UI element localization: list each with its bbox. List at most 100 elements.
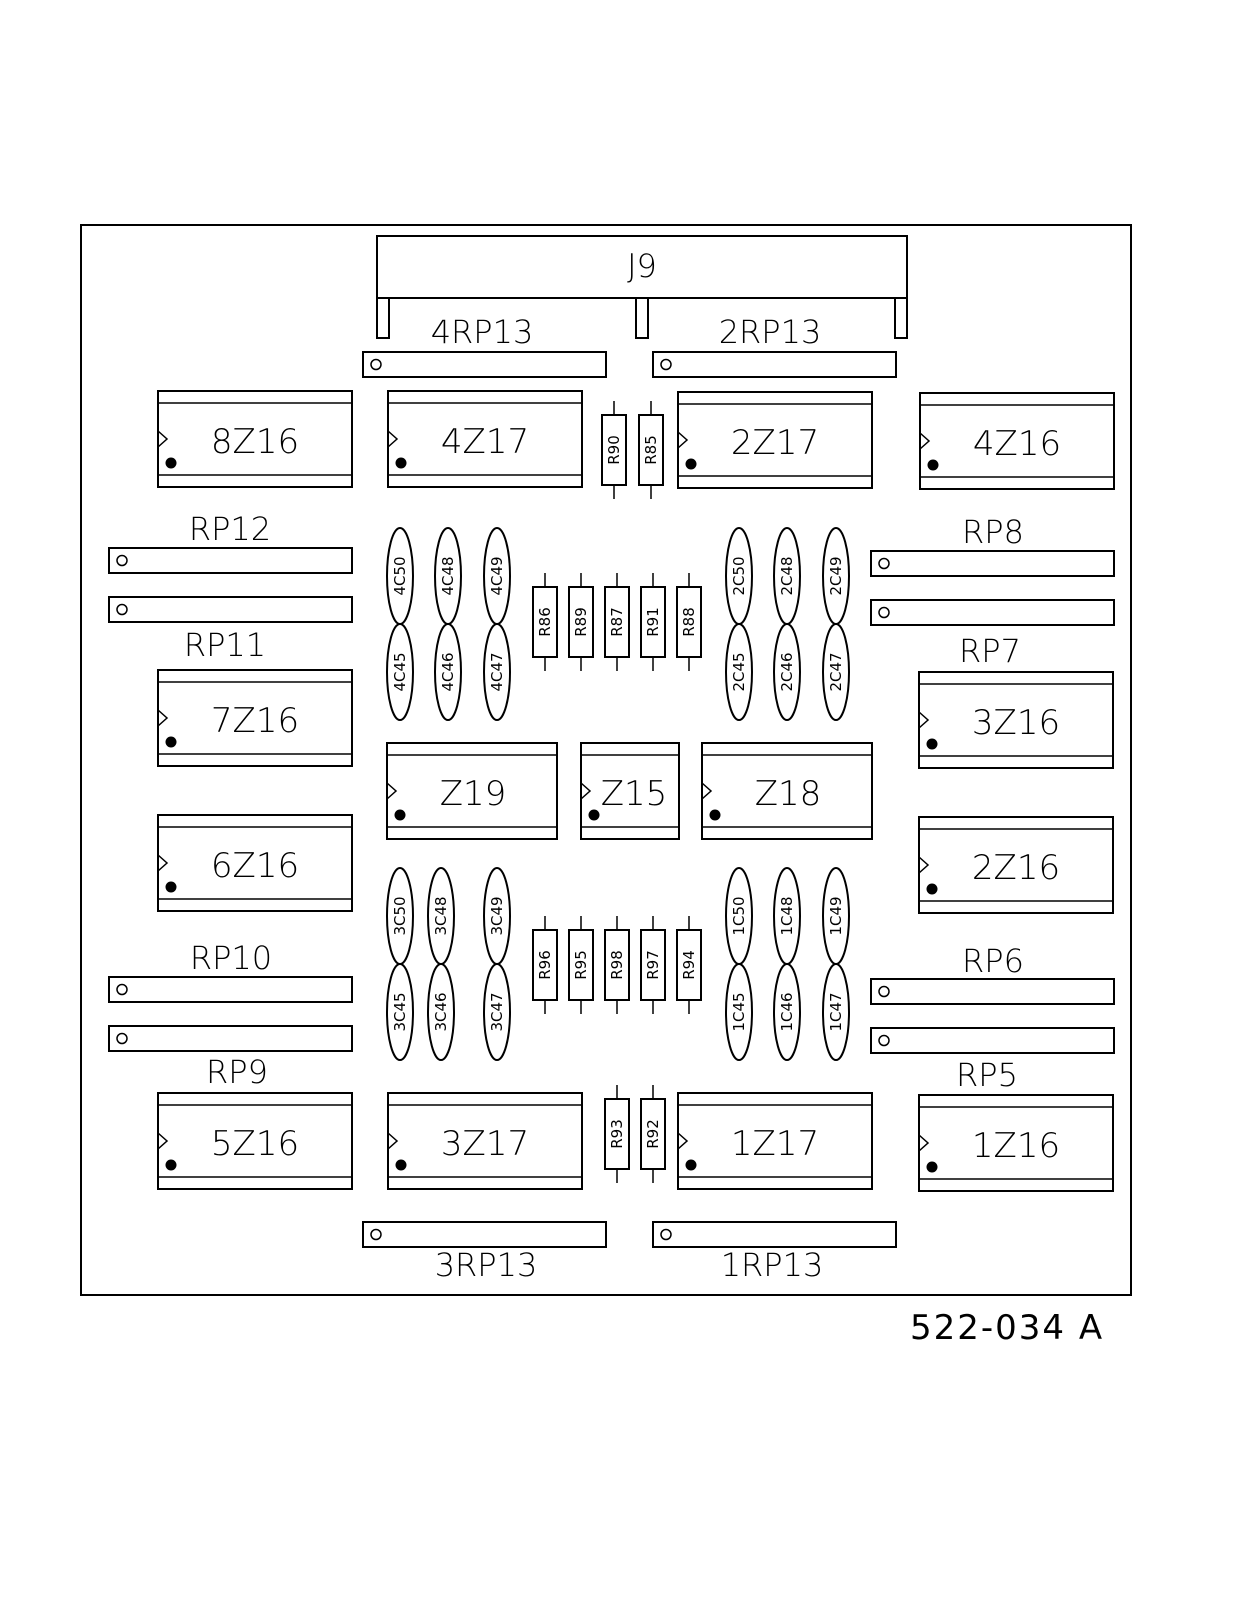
resistor-r86: R86 [532,573,558,671]
chip-4z16: 4Z16 [919,392,1115,490]
resistor-r95: R95 [568,916,594,1014]
label-rp2-13: 2RP13 [719,313,822,351]
label-rp1-13: 1RP13 [721,1246,824,1284]
label-rp7: RP7 [959,632,1021,670]
label-r93: R93 [608,1119,626,1149]
resistor-pack-rp7: RP7 [870,599,1115,670]
capacitor-3c45: 3C45 [386,963,414,1061]
resistor-r94: R94 [676,916,702,1014]
label-c3-49: 3C49 [488,896,506,935]
label-z5-16: 5Z16 [211,1124,299,1164]
resistor-pack-rp9: RP9 [108,1025,353,1091]
label-r88: R88 [680,607,698,637]
resistor-r96: R96 [532,916,558,1014]
chip-6z16: 6Z16 [157,814,353,912]
capacitor-3c46: 3C46 [427,963,455,1061]
resistor-pack-3rp13: 3RP13 [362,1221,607,1284]
chip-1z17: 1Z17 [677,1092,873,1190]
capacitor-4c47: 4C47 [483,623,511,721]
capacitor-2c46: 2C46 [773,623,801,721]
capacitor-4c46: 4C46 [434,623,462,721]
label-c4-50: 4C50 [391,556,409,595]
label-c1-45: 1C45 [730,992,748,1031]
label-z1-17: 1Z17 [731,1124,819,1164]
label-c4-46: 4C46 [439,652,457,691]
label-c3-50: 3C50 [391,896,409,935]
label-z1-16: 1Z16 [972,1126,1060,1166]
capacitor-4c48: 4C48 [434,527,462,625]
label-c2-46: 2C46 [778,652,796,691]
capacitor-1c50: 1C50 [725,867,753,965]
label-r97: R97 [644,950,662,980]
label-rp3-13: 3RP13 [435,1246,538,1284]
label-r86: R86 [536,607,554,637]
chip-3z16: 3Z16 [918,671,1114,769]
label-c3-47: 3C47 [488,992,506,1031]
label-c2-49: 2C49 [827,556,845,595]
document-number: 522-034 A [910,1308,1105,1348]
label-z8-16: 8Z16 [211,422,299,462]
label-c2-50: 2C50 [730,556,748,595]
resistor-r85: R85 [638,401,664,499]
label-r95: R95 [572,950,590,980]
label-c1-49: 1C49 [827,896,845,935]
label-rp10: RP10 [190,939,272,977]
label-r85: R85 [642,435,660,465]
resistor-pack-rp11: RP11 [108,596,353,664]
label-c4-48: 4C48 [439,556,457,595]
resistor-r88: R88 [676,573,702,671]
chip-7z16: 7Z16 [157,669,353,767]
chip-1z16: 1Z16 [918,1094,1114,1192]
chip-z19: Z19 [386,742,558,840]
label-rp12: RP12 [189,510,271,548]
label-c4-49: 4C49 [488,556,506,595]
capacitor-1c49: 1C49 [822,867,850,965]
capacitor-2c45: 2C45 [725,623,753,721]
chip-4z17: 4Z17 [387,390,583,488]
chip-3z17: 3Z17 [387,1092,583,1190]
chip-2z17: 2Z17 [677,391,873,489]
label-z15: Z15 [601,774,668,814]
resistor-r87: R87 [604,573,630,671]
chip-5z16: 5Z16 [157,1092,353,1190]
chip-z18: Z18 [701,742,873,840]
connector-label: J9 [627,247,657,285]
label-z3-16: 3Z16 [972,703,1060,743]
resistor-pack-rp10: RP10 [108,939,353,1003]
capacitor-3c48: 3C48 [427,867,455,965]
capacitor-1c48: 1C48 [773,867,801,965]
label-rp8: RP8 [962,513,1024,551]
resistor-r92: R92 [640,1085,666,1183]
label-z4-16: 4Z16 [973,424,1061,464]
label-c4-47: 4C47 [488,652,506,691]
resistor-pack-rp12: RP12 [108,510,353,574]
resistor-pack-rp8: RP8 [870,513,1115,577]
label-rp4-13: 4RP13 [431,313,534,351]
label-r91: R91 [644,607,662,637]
capacitor-2c48: 2C48 [773,527,801,625]
label-rp9: RP9 [206,1053,268,1091]
label-r92: R92 [644,1119,662,1149]
chip-8z16: 8Z16 [157,390,353,488]
label-c2-47: 2C47 [827,652,845,691]
label-z4-17: 4Z17 [441,422,529,462]
label-z18: Z18 [755,774,822,814]
label-r94: R94 [680,950,698,980]
chip-2z16: 2Z16 [918,816,1114,914]
label-c3-46: 3C46 [432,992,450,1031]
label-z2-17: 2Z17 [731,423,819,463]
label-c2-45: 2C45 [730,652,748,691]
capacitor-2c50: 2C50 [725,527,753,625]
resistor-r89: R89 [568,573,594,671]
label-z6-16: 6Z16 [211,846,299,886]
label-rp11: RP11 [184,626,266,664]
label-z2-16: 2Z16 [972,848,1060,888]
label-c1-46: 1C46 [778,992,796,1031]
capacitor-3c50: 3C50 [386,867,414,965]
connector-j9: J9 [376,235,908,339]
label-r96: R96 [536,950,554,980]
capacitor-1c47: 1C47 [822,963,850,1061]
capacitor-3c49: 3C49 [483,867,511,965]
label-rp5: RP5 [956,1056,1018,1094]
